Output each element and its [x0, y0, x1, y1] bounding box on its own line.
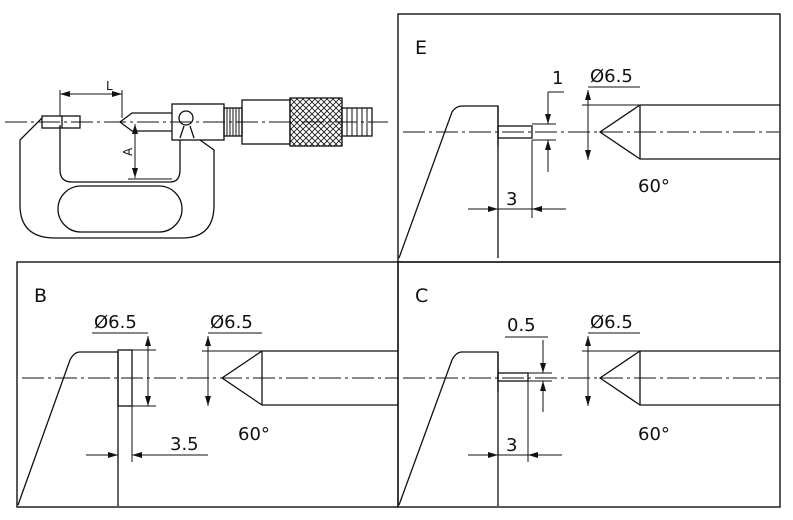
c-dim-len: 3	[506, 435, 517, 456]
e-spindle-cone	[598, 104, 780, 160]
c-pin	[497, 372, 529, 382]
e-dim-gap: 1	[552, 68, 563, 89]
panel-b-letter: B	[34, 285, 47, 307]
panel-b: B Ø6.5 Ø6.5 3.5 60°	[17, 285, 398, 506]
frame-outer	[19, 117, 215, 239]
e-anvil	[398, 105, 499, 259]
b-dim-dia-disc: Ø6.5	[94, 312, 137, 333]
frame-oval	[57, 185, 183, 233]
c-dim-gap: 0.5	[507, 315, 536, 336]
label-a: A	[121, 147, 135, 156]
c-spindle-cone	[598, 350, 780, 406]
c-anvil	[398, 351, 499, 506]
panel-frames	[16, 13, 781, 508]
e-angle: 60°	[638, 176, 670, 197]
panel-c-letter: C	[415, 285, 428, 307]
b-dim-len: 3.5	[170, 434, 199, 455]
b-anvil	[17, 351, 119, 506]
e-dim-len: 3	[506, 189, 517, 210]
b-angle: 60°	[238, 424, 270, 445]
panel-c: C 0.5 Ø6.5 3 60°	[398, 285, 780, 506]
micrometer-overview: L A	[5, 79, 388, 239]
label-l: L	[106, 79, 113, 93]
frame-inner	[59, 125, 181, 183]
panel-c-frame	[397, 261, 781, 508]
panel-e-letter: E	[415, 37, 427, 59]
b-dim-dia-cone: Ø6.5	[210, 312, 253, 333]
lock-icon	[178, 110, 194, 126]
c-dim-dia: Ø6.5	[590, 312, 633, 333]
c-angle: 60°	[638, 424, 670, 445]
panel-e: E 1 Ø6.5 3 60°	[398, 37, 780, 259]
panel-e-frame	[397, 13, 781, 263]
e-dim-dia: Ø6.5	[590, 66, 633, 87]
